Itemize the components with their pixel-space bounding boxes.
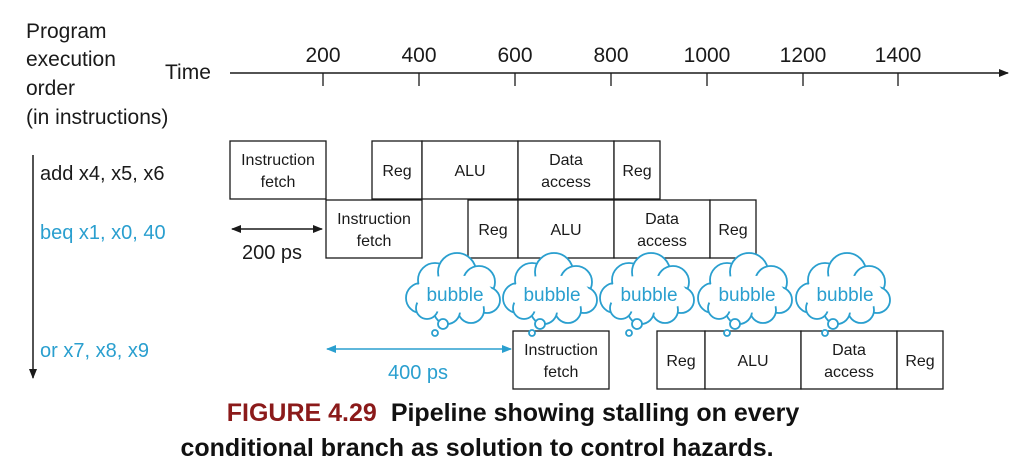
- register-stage-label: Reg: [478, 222, 507, 239]
- gap-400ps-label: 400 ps: [388, 362, 448, 384]
- bubble-cloud-fill: [607, 275, 687, 313]
- register-stage: [709, 199, 757, 259]
- bubble-tail-circle: [431, 329, 439, 337]
- instruction-fetch-stage-label: fetch: [261, 174, 296, 191]
- instruction-fetch-stage-label: Instruction: [524, 342, 598, 359]
- bubble-label: bubble: [523, 285, 580, 306]
- alu-stage-label: ALU: [737, 353, 768, 370]
- time-tick-label: 1400: [875, 44, 922, 67]
- figure-number: FIGURE 4.29: [227, 399, 377, 427]
- time-tick-label: 1000: [684, 44, 731, 67]
- data-access-stage: [517, 140, 615, 200]
- alu-stage-label: ALU: [550, 222, 581, 239]
- bubble-tail-circle: [437, 318, 449, 330]
- caption-line-1: FIGURE 4.29 Pipeline showing stalling on …: [227, 399, 800, 427]
- instruction-label-or: or x7, x8, x9: [40, 340, 149, 362]
- time-tick-label: 200: [305, 44, 340, 67]
- time-tick-label: 600: [497, 44, 532, 67]
- instruction-fetch-stage: [512, 330, 610, 390]
- bubble-row: bubble bubble bubble bubble bubble: [405, 252, 891, 337]
- register-stage-label: Reg: [666, 353, 695, 370]
- register-stage: [896, 330, 944, 390]
- bubble-label: bubble: [620, 285, 677, 306]
- register-stage: [467, 199, 519, 259]
- bubble-cloud-fill: [510, 275, 590, 313]
- bubble: bubble: [502, 252, 598, 337]
- bubble-tail-circle: [625, 329, 633, 337]
- instruction-fetch-stage: [229, 140, 327, 200]
- time-label: Time: [165, 61, 211, 84]
- pipeline-row-or: Instruction fetch Reg ALU Data access Reg: [512, 330, 944, 390]
- data-access-stage-label: access: [824, 364, 874, 381]
- register-stage-label: Reg: [622, 163, 651, 180]
- order-label-line: execution: [26, 48, 116, 71]
- bubble-cloud-fill: [413, 275, 493, 313]
- pipeline-row-beq: Instruction fetch Reg ALU Data access Reg: [325, 199, 757, 259]
- instruction-label-add: add x4, x5, x6: [40, 163, 165, 185]
- bubble-tail-circle: [528, 329, 536, 337]
- bubble: bubble: [405, 252, 501, 337]
- order-label-line: order: [26, 77, 75, 100]
- bubble-tail-circle: [729, 318, 741, 330]
- register-stage: [613, 140, 661, 200]
- alu-stage: [421, 140, 519, 200]
- bubble-tail-circle: [723, 329, 731, 337]
- register-stage-label: Reg: [905, 353, 934, 370]
- bubble-label: bubble: [718, 285, 775, 306]
- instruction-fetch-stage-label: Instruction: [241, 152, 315, 169]
- bubble-cloud-fill: [705, 275, 785, 313]
- time-tick-label: 800: [593, 44, 628, 67]
- time-ticks: 200 400 600 800 1000 1200 1400: [305, 44, 921, 86]
- order-label-line: Program: [26, 20, 107, 43]
- data-access-stage-label: access: [637, 233, 687, 250]
- register-stage: [656, 330, 706, 390]
- bubble-label: bubble: [816, 285, 873, 306]
- bubble-cloud-fill: [803, 275, 883, 313]
- bubble: bubble: [795, 252, 891, 337]
- bubble-tail-circle: [827, 318, 839, 330]
- bubble-tail-circle: [631, 318, 643, 330]
- instruction-fetch-stage-label: Instruction: [337, 211, 411, 228]
- gap-200ps-label: 200 ps: [242, 242, 302, 264]
- data-access-stage-label: Data: [549, 152, 583, 169]
- time-tick-label: 1200: [780, 44, 827, 67]
- instruction-label-beq: beq x1, x0, 40: [40, 222, 166, 244]
- data-access-stage-label: Data: [645, 211, 679, 228]
- caption-text-1: Pipeline showing stalling on every: [391, 399, 800, 427]
- instruction-fetch-stage-label: fetch: [544, 364, 579, 381]
- bubble: bubble: [697, 252, 793, 337]
- data-access-stage: [800, 330, 898, 390]
- data-access-stage: [613, 199, 711, 259]
- instruction-fetch-stage: [325, 199, 423, 259]
- bubble-tail-circle: [534, 318, 546, 330]
- register-stage-label: Reg: [382, 163, 411, 180]
- order-label-line: (in instructions): [26, 106, 168, 129]
- instruction-fetch-stage-label: fetch: [357, 233, 392, 250]
- bubble-tail-circle: [821, 329, 829, 337]
- caption-line-2: conditional branch as solution to contro…: [180, 434, 773, 462]
- data-access-stage-label: access: [541, 174, 591, 191]
- bubble: bubble: [599, 252, 695, 337]
- bubble-label: bubble: [426, 285, 483, 306]
- time-tick-label: 400: [401, 44, 436, 67]
- pipeline-row-add: Instruction fetch Reg ALU Data access Reg: [229, 140, 661, 200]
- alu-stage-label: ALU: [454, 163, 485, 180]
- program-order-label: Program execution order (in instructions…: [26, 20, 168, 129]
- data-access-stage-label: Data: [832, 342, 866, 359]
- register-stage-label: Reg: [718, 222, 747, 239]
- alu-stage: [704, 330, 802, 390]
